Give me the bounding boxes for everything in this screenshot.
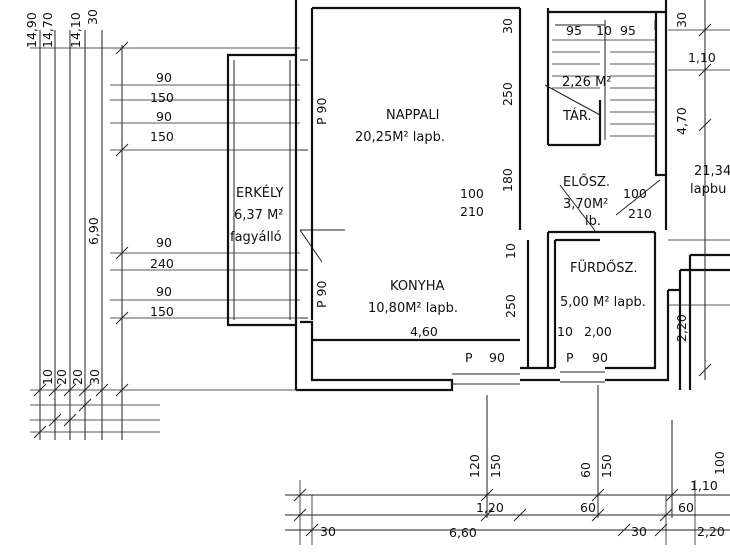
dim-window-3-b: 240 (150, 256, 174, 271)
room-konyha-area: 10,80M² lapb. (368, 301, 458, 316)
dim-nappali-v5: 250 (503, 294, 518, 318)
dim-left-top-3: 14,10 (68, 12, 83, 48)
dim-nappali-v1: 30 (500, 18, 515, 34)
room-furdo-area: 5,00 M² lapb. (560, 295, 646, 310)
dim-door-p-1: P (465, 350, 473, 365)
dim-left-top-1: 14,90 (24, 12, 39, 48)
dim-left-main: 6,90 (86, 217, 101, 245)
dim-bottom-upper-3: 1,10 (690, 478, 718, 493)
dim-left-bottom-4: 30 (87, 369, 102, 385)
dim-door-nappali-b: 210 (460, 204, 484, 219)
room-partial-area: 21,34 (694, 164, 730, 179)
walls (294, 0, 730, 392)
dim-stair-top-2: 10 (596, 23, 612, 38)
dim-left-bottom-1: 10 (40, 369, 55, 385)
dim-bottom-v3: 60 (578, 462, 593, 478)
room-eloszoba-name: ELŐSZ. (563, 174, 610, 190)
dim-stair-top-3: 95 (620, 23, 636, 38)
dim-bottom-lower-2: 6,60 (449, 525, 477, 540)
dim-window-3-a: 90 (156, 235, 172, 250)
dim-furdo-width-2: 2,00 (584, 324, 612, 339)
dim-bottom-v5: 100 (712, 451, 727, 475)
dim-door-p-3: P (566, 350, 574, 365)
dim-left-bottom-3: 20 (70, 369, 85, 385)
right-dimension-lines (668, 0, 730, 380)
dim-bottom-v1: 120 (467, 454, 482, 478)
dim-window-1-a: 90 (156, 70, 172, 85)
dim-left-top-4: 30 (85, 9, 100, 25)
room-nappali-name: NAPPALI (386, 108, 439, 123)
dim-bottom-v4: 150 (599, 454, 614, 478)
dim-p90-top: P 90 (314, 98, 329, 125)
room-eloszoba-floor: lb. (585, 214, 601, 229)
dim-bottom-lower-3: 30 (631, 524, 647, 539)
room-eloszoba-area: 3,70M² (563, 197, 608, 212)
dim-bottom-lower-1: 30 (320, 524, 336, 539)
dim-door-p-4: 90 (592, 350, 608, 365)
dim-stair-top-1: 95 (566, 23, 582, 38)
dim-window-4-a: 90 (156, 284, 172, 299)
room-erkely-area: 6,37 M² (234, 208, 284, 223)
dim-door-p-2: 90 (489, 350, 505, 365)
dim-left-bottom-2: 20 (54, 369, 69, 385)
dim-right-4: 2,20 (674, 314, 689, 342)
dim-left-top-2: 14,70 (40, 12, 55, 48)
balcony-outline (226, 53, 345, 327)
room-partial-floor: lapbu (690, 182, 726, 197)
dim-konyha-width: 4,60 (410, 324, 438, 339)
room-erkely-name: ERKÉLY (236, 185, 284, 201)
dim-right-1: 30 (674, 12, 689, 28)
dim-bottom-lower-4: 60 (678, 500, 694, 515)
room-erkely-floor: fagyálló (230, 230, 282, 245)
dim-window-2-a: 90 (156, 109, 172, 124)
dim-bottom-upper-1: 1,20 (476, 500, 504, 515)
room-furdo-name: FÜRDŐSZ. (570, 259, 638, 276)
dim-right-3: 4,70 (674, 107, 689, 135)
left-dimension-lines (30, 30, 300, 440)
dim-nappali-v3: 180 (500, 168, 515, 192)
dim-nappali-v4: 10 (503, 243, 518, 259)
dim-right-2: 1,10 (688, 50, 716, 65)
dim-window-4-b: 150 (150, 304, 174, 319)
dim-door-eloszoba-a: 100 (623, 186, 647, 201)
dim-bottom-v2: 150 (488, 454, 503, 478)
room-konyha-name: KONYHA (390, 279, 444, 294)
dim-nappali-v2: 250 (500, 82, 515, 106)
dim-window-2-b: 150 (150, 129, 174, 144)
room-tar-name: TÁR. (562, 108, 592, 124)
dim-p90-bottom: P 90 (314, 281, 329, 308)
dim-bottom-lower-5: 2,20 (697, 524, 725, 539)
stair-steps (544, 20, 656, 140)
dim-door-eloszoba-b: 210 (628, 206, 652, 221)
dim-window-1-b: 150 (150, 90, 174, 105)
room-nappali-area: 20,25M² lapb. (355, 130, 445, 145)
dim-door-nappali-a: 100 (460, 186, 484, 201)
dim-bottom-upper-2: 60 (580, 500, 596, 515)
bottom-dimension-lines (285, 385, 730, 545)
room-tar-area: 2,26 M² (562, 75, 612, 90)
dim-furdo-width-1: 10 (557, 324, 573, 339)
